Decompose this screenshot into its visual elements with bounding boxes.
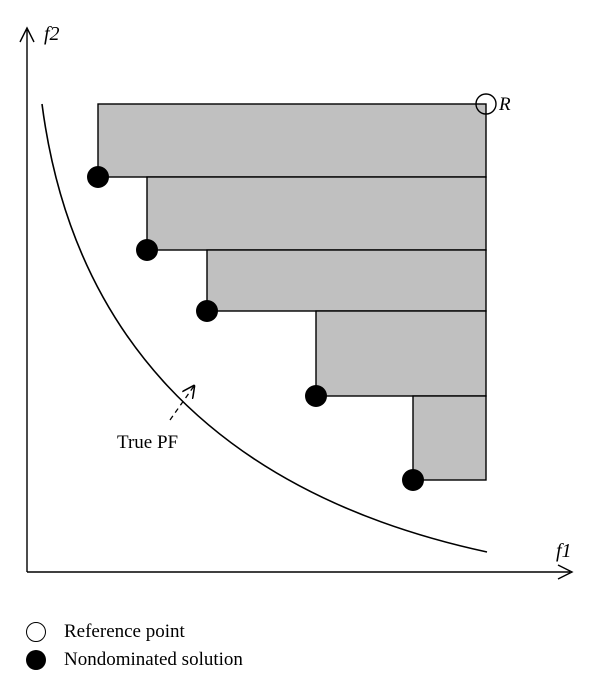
true-pf-label: True PF — [117, 432, 178, 453]
hollow-circle-icon — [26, 622, 46, 642]
true-pf-pointer-arrow — [169, 386, 194, 421]
reference-point-marker — [475, 93, 497, 115]
legend-item-reference-point: Reference point — [26, 618, 243, 646]
dominated-region-2 — [146, 176, 487, 251]
hypervolume-diagram: f2 f1 R True PF — [19, 23, 574, 580]
dominated-region-4 — [315, 310, 487, 397]
dominated-region-3 — [206, 249, 487, 312]
dominated-region-1 — [97, 103, 487, 178]
dominated-region-5 — [412, 395, 487, 481]
y-axis-arrow — [19, 26, 35, 43]
axes — [19, 26, 574, 580]
x-axis-arrow — [557, 564, 574, 580]
y-axis-label: f2 — [44, 23, 60, 45]
reference-point-label: R — [498, 94, 511, 115]
nondominated-solutions — [87, 166, 424, 491]
x-axis-label: f1 — [556, 540, 572, 562]
nondominated-solution-point — [87, 166, 109, 188]
legend: Reference point Nondominated solution — [26, 618, 243, 674]
nondominated-solution-point — [196, 300, 218, 322]
nondominated-solution-point — [136, 239, 158, 261]
true-pf-curve — [41, 103, 488, 553]
legend-label: Nondominated solution — [64, 649, 243, 670]
filled-circle-icon — [26, 650, 46, 670]
dominated-regions — [97, 103, 487, 481]
nondominated-solution-point — [305, 385, 327, 407]
nondominated-solution-point — [402, 469, 424, 491]
legend-label: Reference point — [64, 621, 185, 642]
legend-item-nondominated-solution: Nondominated solution — [26, 646, 243, 674]
